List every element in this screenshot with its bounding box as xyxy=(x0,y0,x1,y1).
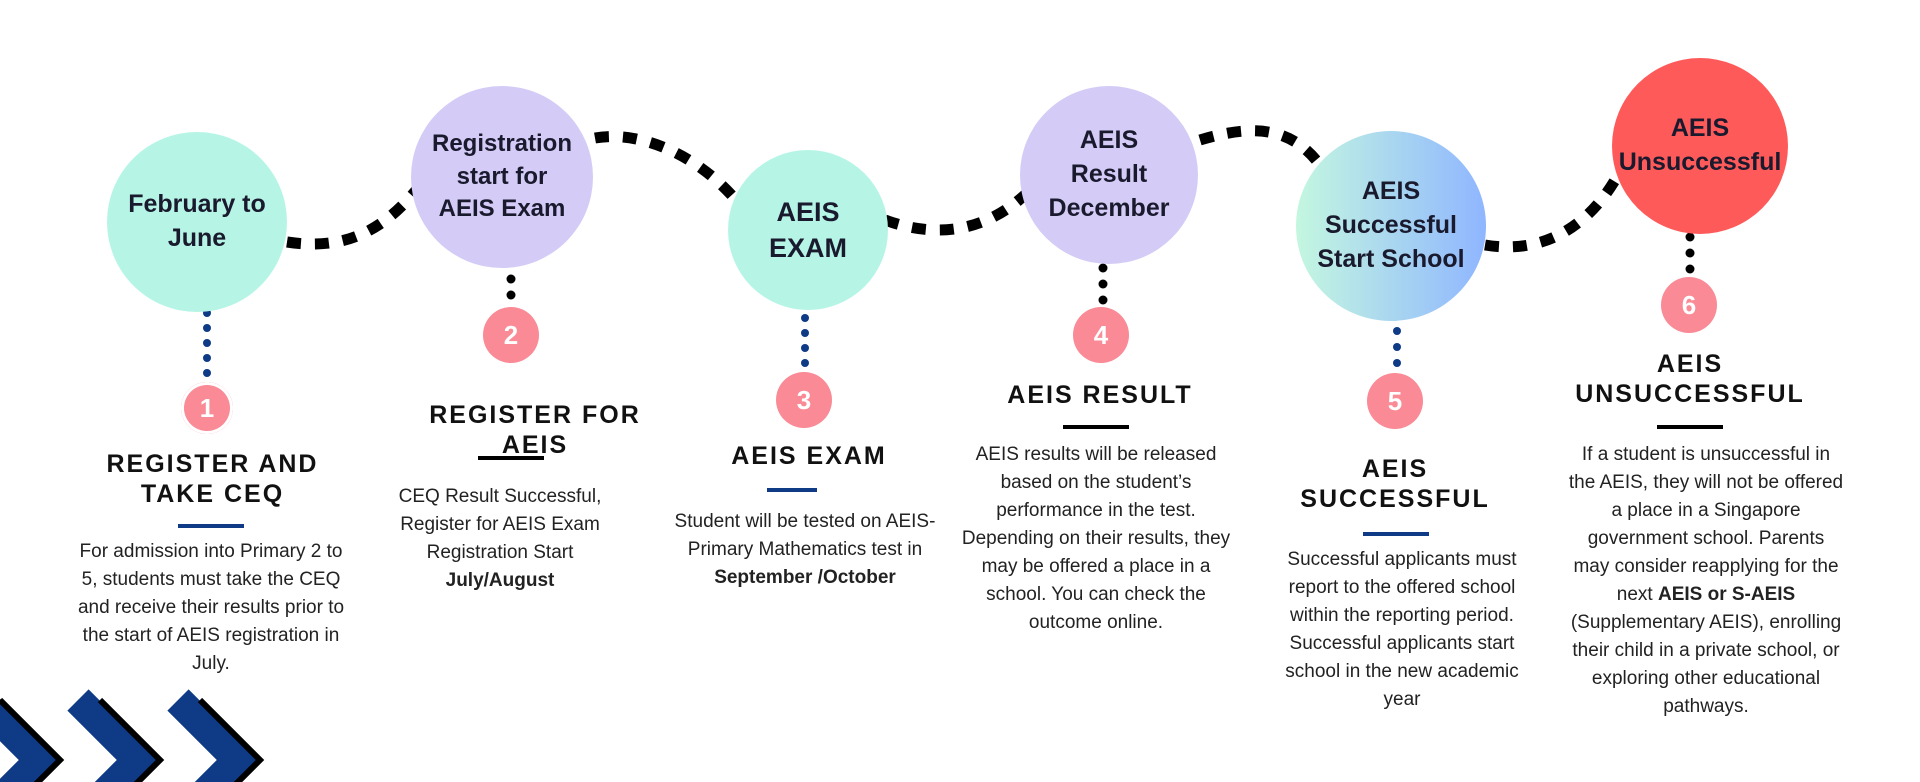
step-number-1: 1 xyxy=(181,382,233,434)
step-title-6: AEIS UNSUCCESSFUL xyxy=(1575,350,1805,408)
step-connector-1 xyxy=(203,309,211,377)
desc-emphasis: AEIS or S-AEIS xyxy=(1657,584,1796,605)
circle-line: Registration xyxy=(431,130,572,158)
step-connector-6 xyxy=(1685,232,1695,274)
step-title-2: REGISTER FOR AEIS xyxy=(429,401,641,459)
circle-line: AEIS Exam xyxy=(438,195,566,223)
chevron-decoration xyxy=(0,689,265,782)
desc-text: (Supplementary AEIS), enrolling their ch… xyxy=(1570,612,1842,717)
step-connector-3 xyxy=(801,314,809,367)
desc-text: AEIS results will be released based on t… xyxy=(961,444,1231,633)
step-desc-5: Successful applicants must report to the… xyxy=(1272,546,1532,714)
step-number-6: 6 xyxy=(1661,277,1717,333)
circle-line: December xyxy=(1048,193,1170,222)
step-number-4: 4 xyxy=(1073,307,1129,363)
step-circle-3: AEIS EXAM xyxy=(728,150,888,310)
step-connector-2 xyxy=(506,274,516,300)
circle-line: June xyxy=(167,224,227,252)
desc-text: CEQ Result Successful, Register for AEIS… xyxy=(398,486,602,563)
desc-emphasis: September /October xyxy=(714,567,896,588)
circle-line: AEIS xyxy=(1670,114,1730,143)
step-number-3: 3 xyxy=(776,372,832,428)
circle-line: AEIS xyxy=(776,196,840,227)
desc-emphasis: July/August xyxy=(445,570,555,591)
step-desc-2: CEQ Result Successful, Register for AEIS… xyxy=(378,483,622,595)
step-desc-6: If a student is unsuccessful in the AEIS… xyxy=(1568,441,1844,721)
circle-line: start for xyxy=(456,162,548,190)
circle-line: Successful xyxy=(1324,211,1457,240)
desc-text: Student will be tested on AEIS-Primary M… xyxy=(674,511,936,560)
step-connector-5 xyxy=(1393,327,1401,367)
step-connector-4 xyxy=(1098,263,1108,305)
step-rule-4 xyxy=(1063,425,1129,429)
circle-line: AEIS xyxy=(1079,126,1139,155)
step-title-4: AEIS RESULT xyxy=(1007,381,1193,409)
step-rule-2 xyxy=(478,456,544,460)
step-desc-1: For admission into Primary 2 to 5, stude… xyxy=(77,538,345,678)
step-desc-4: AEIS results will be released based on t… xyxy=(960,441,1232,637)
step-title-1: REGISTER AND TAKE CEQ xyxy=(106,450,319,508)
circle-line: Unsuccessful xyxy=(1618,148,1782,176)
desc-text: If a student is unsuccessful in the AEIS… xyxy=(1568,444,1844,605)
step-rule-6 xyxy=(1657,425,1723,429)
step-number-5: 5 xyxy=(1367,373,1423,429)
step-title-5: AEIS SUCCESSFUL xyxy=(1300,455,1490,513)
step-desc-3: Student will be tested on AEIS-Primary M… xyxy=(674,508,936,592)
step-number-2: 2 xyxy=(483,307,539,363)
step-circle-6: AEIS Unsuccessful xyxy=(1612,58,1788,234)
circle-line: EXAM xyxy=(768,233,847,263)
step-rule-3 xyxy=(767,488,817,492)
step-rule-1 xyxy=(178,524,244,528)
circle-line: Result xyxy=(1070,160,1148,189)
circle-line: AEIS xyxy=(1361,177,1421,206)
circle-line: Start School xyxy=(1317,244,1465,273)
desc-text: For admission into Primary 2 to 5, stude… xyxy=(77,541,345,674)
circle-line: February to xyxy=(128,190,266,219)
desc-text: Successful applicants must report to the… xyxy=(1285,549,1519,710)
step-circle-1: February to June xyxy=(107,132,287,312)
step-rule-5 xyxy=(1363,532,1429,536)
step-title-3: AEIS EXAM xyxy=(731,442,887,470)
